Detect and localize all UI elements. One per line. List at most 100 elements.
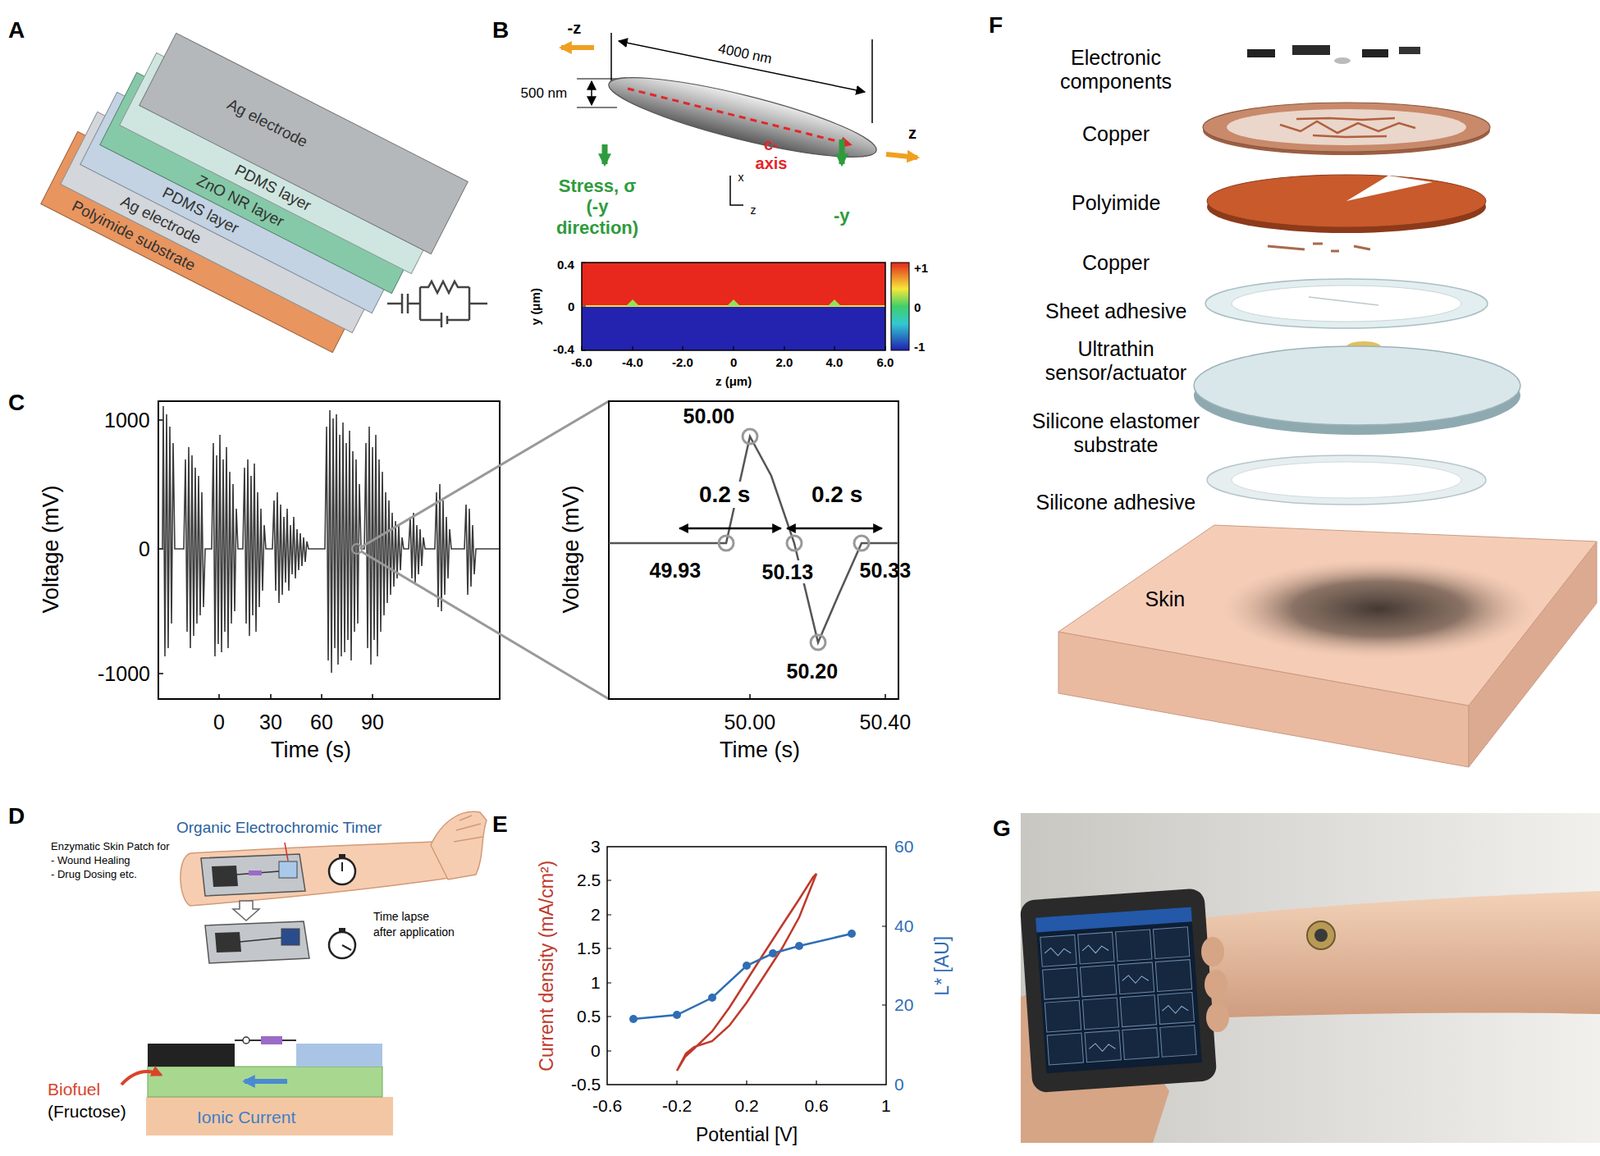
exploded-device-stack (1231, 461, 1462, 499)
annotation: -z (567, 18, 582, 38)
tick-label: -1 (914, 339, 925, 354)
cyclic-voltammetry-plot (607, 846, 887, 1085)
tick-label: 30 (259, 710, 283, 735)
cyclic-voltammetry-plot (629, 929, 856, 1024)
skin-patch-illustration (180, 841, 450, 906)
cyclic-voltammetry-plot (768, 949, 778, 958)
photo-device-on-arm (1046, 1033, 1084, 1066)
axis-title: Voltage (mV) (38, 484, 64, 613)
skin-patch-illustration (233, 900, 260, 921)
voltage-trace-plot (158, 401, 500, 700)
annotation: - Wound Healing (50, 854, 131, 868)
annotation: x (738, 170, 745, 184)
skin-patch-illustration (121, 811, 487, 1136)
photo-device-on-arm (1122, 1028, 1159, 1061)
piezo-potential-map (581, 262, 886, 351)
axis-title: z (μm) (715, 374, 752, 389)
exploded-device-stack (1202, 102, 1491, 152)
layer-callout: Silicone adhesive (1036, 490, 1197, 515)
annotation: 50.13 (759, 560, 817, 585)
photo-device-on-arm (1040, 927, 1197, 1066)
exploded-device-stack (1398, 46, 1421, 55)
tick-label: 1.5 (576, 938, 601, 959)
annotation: c- axis (749, 135, 793, 174)
axis-title: Time (s) (270, 737, 352, 764)
voltage-trace-plot (786, 527, 883, 531)
tick-label: 60 (894, 836, 914, 857)
voltage-trace-plot (158, 406, 500, 673)
panel-letter: C (8, 389, 25, 416)
voltage-trace-plot (352, 544, 362, 554)
annotation: z (908, 123, 917, 143)
skin-patch-illustration (121, 1071, 161, 1085)
annotation: - Drug Dosing etc. (50, 868, 138, 882)
exploded-device-stack (1267, 243, 1371, 252)
skin-patch-illustration (244, 1078, 288, 1084)
layer-callout: Electronic components (1046, 45, 1186, 94)
photo-device-on-arm (1019, 887, 1218, 1093)
voltage-trace-plot (718, 429, 869, 650)
tick-label: 20 (894, 995, 914, 1015)
nanorod-illustration (886, 154, 918, 158)
skin-patch-illustration (146, 1097, 394, 1136)
skin-patch-illustration (284, 842, 288, 861)
annotation: 500 nm (521, 85, 568, 102)
tick-label: 1 (590, 973, 601, 993)
annotation: 50.33 (859, 558, 912, 583)
exploded-device-stack (1334, 57, 1351, 64)
tick-label: +1 (914, 260, 928, 275)
nanorod-illustration (627, 88, 851, 145)
voltage-trace-plot (854, 535, 869, 551)
axis-title: Voltage (mV) (558, 484, 585, 613)
skin-patch-illustration (329, 932, 356, 959)
cyclic-voltammetry-plot (847, 929, 856, 938)
skin-patch-illustration (329, 858, 356, 885)
photo-device-on-arm (1020, 813, 1600, 1143)
panel-letter: B (492, 17, 509, 44)
tick-label: 0.5 (576, 1006, 601, 1027)
voltage-trace-plot (742, 429, 758, 444)
exploded-device-stack (1058, 45, 1597, 768)
skin-patch-illustration (201, 854, 306, 896)
exploded-device-stack (1280, 118, 1416, 138)
tick-label: 60 (310, 710, 334, 735)
annotation: -y (833, 205, 851, 226)
layer-callout: Copper (1082, 122, 1150, 147)
piezo-potential-map (626, 299, 640, 307)
piezo-potential-map (581, 262, 886, 351)
tick-label: 0 (213, 710, 225, 735)
exploded-device-stack (1193, 346, 1521, 426)
exploded-device-stack (1206, 455, 1486, 505)
skin-patch-illustration (342, 945, 352, 951)
skin-patch-illustration (248, 870, 262, 876)
tick-label: -6.0 (571, 355, 593, 370)
tick-label: 90 (361, 710, 384, 735)
nanorod-illustration (561, 45, 595, 51)
nanorod-illustration (602, 144, 608, 165)
tick-label: -4.0 (621, 355, 644, 370)
piezo-potential-map (726, 299, 741, 307)
circuit-symbol (387, 281, 488, 328)
skin-patch-illustration (236, 871, 279, 875)
voltage-trace-plot (608, 401, 899, 700)
voltage-trace-plot (608, 436, 899, 643)
tick-label: 50.40 (859, 710, 912, 735)
panel-letter: E (492, 811, 508, 838)
photo-device-on-arm (1157, 992, 1194, 1025)
skin-patch-illustration (205, 921, 310, 964)
cyclic-voltammetry-plot (629, 1014, 638, 1024)
tick-label: 40 (894, 916, 914, 937)
photo-device-on-arm (1160, 1024, 1197, 1057)
panel-letter: A (8, 17, 25, 44)
skin-patch-illustration (296, 1043, 383, 1067)
layer-callout: Copper (1082, 251, 1150, 275)
tick-label: -2.0 (672, 355, 694, 370)
photo-device-on-arm (1152, 927, 1189, 960)
photo-device-on-arm (1206, 1002, 1230, 1033)
photo-device-on-arm (1035, 906, 1203, 1074)
annotation: Ionic Current (196, 1107, 296, 1128)
piezo-potential-map (891, 262, 910, 351)
photo-device-on-arm (1019, 813, 1600, 1143)
tick-label: 6.0 (877, 355, 895, 370)
